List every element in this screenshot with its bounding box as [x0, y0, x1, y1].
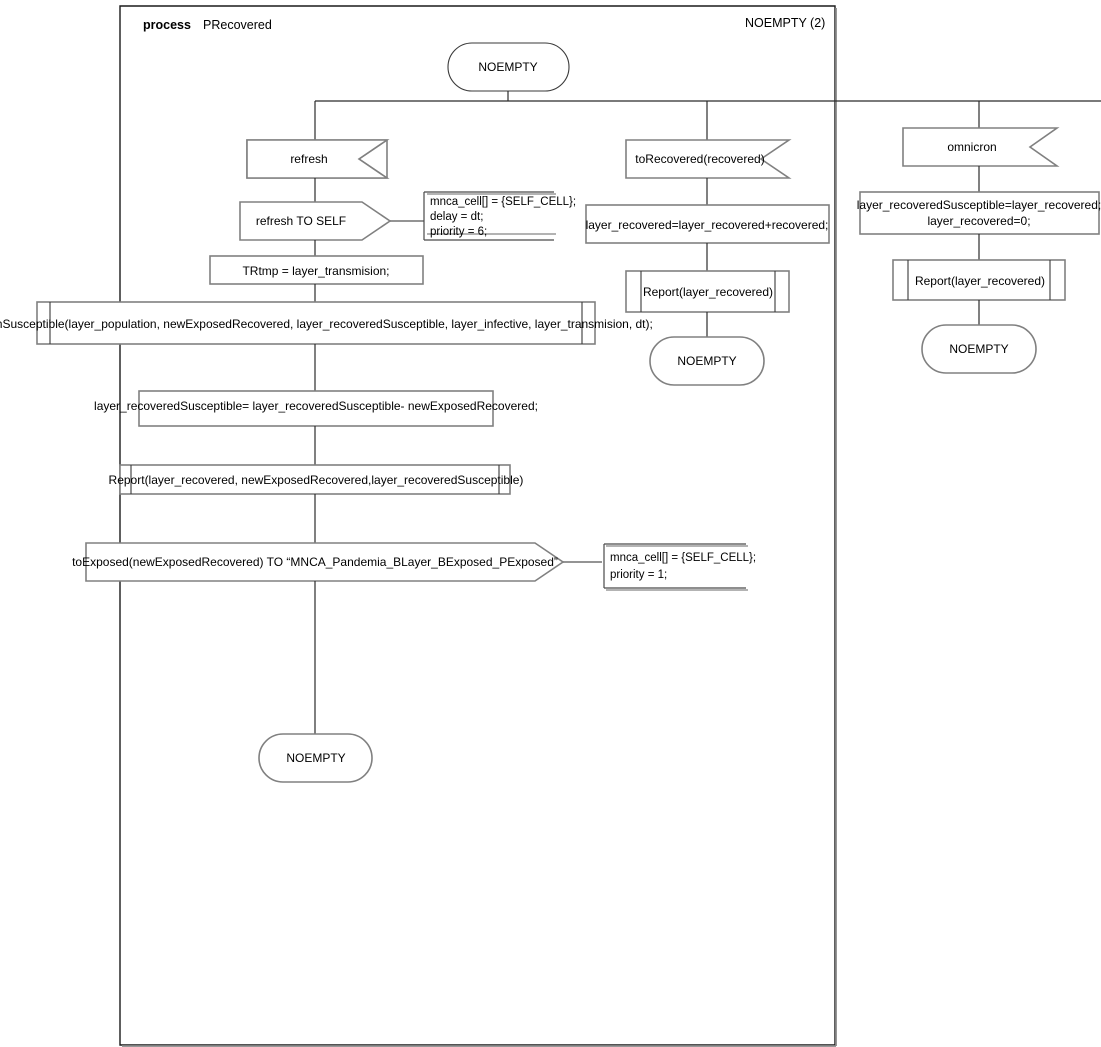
procedure-call-report-middle[interactable]: Report(layer_recovered) — [625, 270, 790, 313]
input-omnicron[interactable]: omnicron — [902, 127, 1060, 167]
start-state-noempty[interactable]: NOEMPTY — [447, 42, 570, 92]
procedure-call-numsusceptible-label: numSusceptible(layer_population, newExpo… — [0, 317, 653, 331]
process-name: PRecovered — [203, 18, 272, 32]
task-omnicron-line-2: layer_recovered=0; — [927, 214, 1030, 228]
procedure-call-report-left[interactable]: Report(layer_recovered, newExposedRecove… — [109, 464, 524, 495]
task-trtmp[interactable]: TRtmp = layer_transmision; — [209, 255, 424, 285]
comment-line-2: delay = dt; — [430, 211, 483, 223]
end-state-noempty-left[interactable]: NOEMPTY — [258, 733, 373, 783]
input-refresh[interactable]: refresh — [246, 139, 390, 179]
process-frame — [119, 5, 837, 1047]
output-toexposed-label: toExposed(newExposedRecovered) TO “MNCA_… — [72, 555, 558, 569]
comment-line-3: priority = 6; — [430, 226, 487, 238]
task-accumulate-recovered-label: layer_recovered=layer_recovered+recovere… — [586, 218, 829, 232]
comment-line-1: mnca_cell[] = {SELF_CELL}; — [430, 196, 576, 208]
procedure-call-report-right-label: Report(layer_recovered) — [915, 274, 1045, 288]
comment-refresh-to-self: mnca_cell[] = {SELF_CELL}; delay = dt; p… — [390, 191, 576, 241]
procedure-call-numsusceptible[interactable]: numSusceptible(layer_population, newExpo… — [0, 301, 653, 345]
procedure-call-report-middle-label: Report(layer_recovered) — [643, 285, 773, 299]
end-state-noempty-right[interactable]: NOEMPTY — [921, 324, 1037, 374]
input-torecovered-label: toRecovered(recovered) — [635, 152, 764, 166]
task-update-recovered-susceptible[interactable]: layer_recoveredSusceptible= layer_recove… — [94, 390, 538, 427]
output-refresh-to-self[interactable]: refresh TO SELF — [239, 201, 392, 241]
branch-torecovered: toRecovered(recovered) layer_recovered=l… — [585, 139, 830, 386]
end-state-noempty-middle[interactable]: NOEMPTY — [649, 336, 765, 386]
process-keyword: process — [143, 18, 191, 32]
procedure-call-report-left-label: Report(layer_recovered, newExposedRecove… — [109, 473, 524, 487]
task-omnicron-reset[interactable]: layer_recoveredSusceptible=layer_recover… — [857, 191, 1101, 235]
branch-omnicron: omnicron layer_recoveredSusceptible=laye… — [857, 127, 1101, 374]
end-state-noempty-right-label: NOEMPTY — [949, 342, 1008, 356]
input-refresh-label: refresh — [290, 152, 327, 166]
comment-toexposed: mnca_cell[] = {SELF_CELL}; priority = 1; — [563, 543, 756, 591]
input-omnicron-label: omnicron — [947, 140, 996, 154]
task-accumulate-recovered[interactable]: layer_recovered=layer_recovered+recovere… — [585, 204, 830, 244]
state-scope-label: NOEMPTY (2) — [745, 16, 825, 30]
task-update-recovered-susceptible-label: layer_recoveredSusceptible= layer_recove… — [94, 399, 538, 413]
output-refresh-to-self-label: refresh TO SELF — [256, 214, 346, 228]
task-omnicron-line-1: layer_recoveredSusceptible=layer_recover… — [857, 198, 1101, 212]
procedure-call-report-right[interactable]: Report(layer_recovered) — [892, 259, 1066, 301]
comment-toexposed-line-2: priority = 1; — [610, 569, 667, 581]
end-state-noempty-middle-label: NOEMPTY — [677, 354, 736, 368]
input-torecovered[interactable]: toRecovered(recovered) — [625, 139, 792, 179]
branch-bus — [314, 91, 1101, 140]
comment-toexposed-line-1: mnca_cell[] = {SELF_CELL}; — [610, 552, 756, 564]
output-toexposed[interactable]: toExposed(newExposedRecovered) TO “MNCA_… — [72, 542, 565, 582]
start-state-label: NOEMPTY — [478, 60, 537, 74]
end-state-noempty-left-label: NOEMPTY — [286, 751, 345, 765]
task-trtmp-label: TRtmp = layer_transmision; — [242, 264, 389, 278]
branch-refresh: refresh refresh TO SELF mnca_cell[] = {S… — [0, 139, 756, 783]
